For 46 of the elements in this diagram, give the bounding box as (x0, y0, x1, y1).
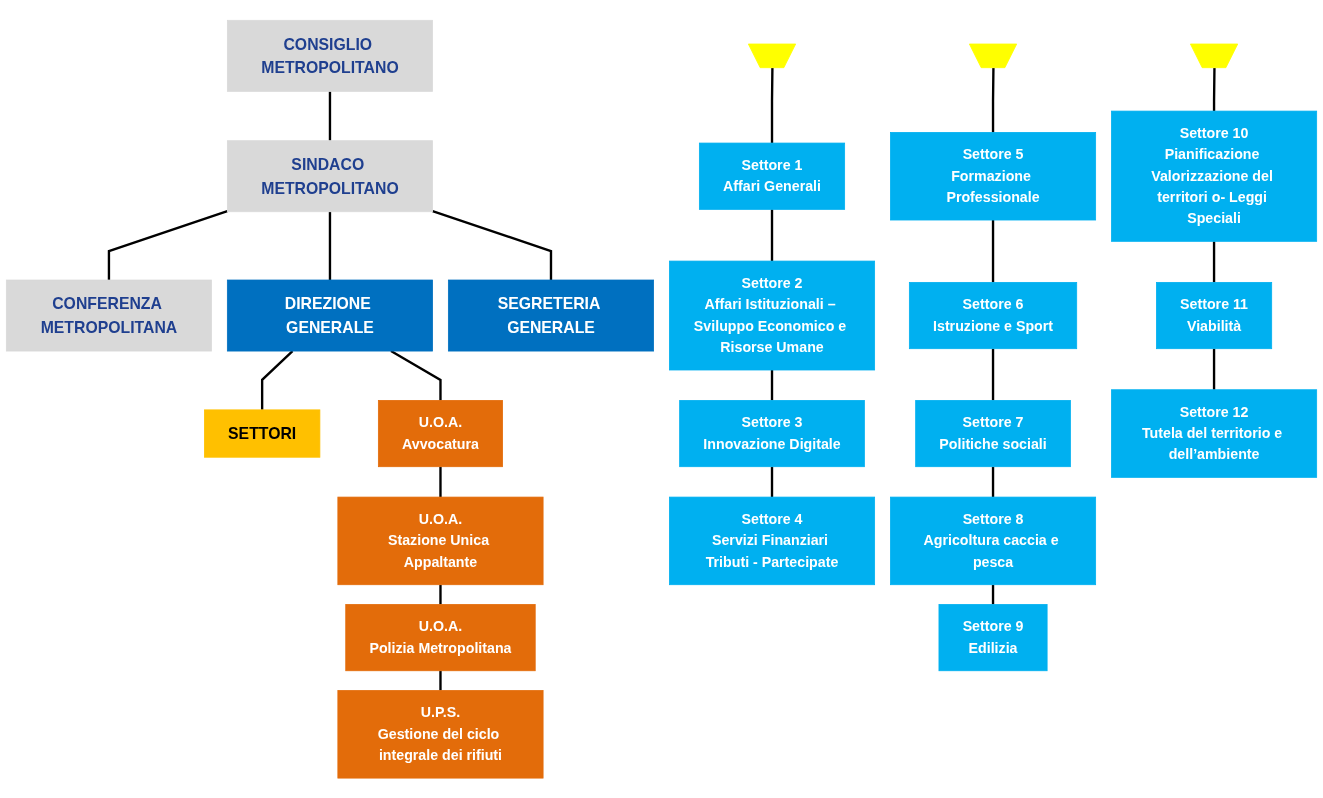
node-box: Settore 6 Istruzione e Sport (908, 281, 1078, 349)
connector (770, 369, 774, 401)
connector (1212, 348, 1216, 390)
node-box: U.O.A. Avvocatura (377, 399, 503, 467)
connector (991, 219, 995, 283)
connector (432, 209, 553, 280)
connector (770, 466, 774, 497)
connector (991, 584, 995, 605)
connector (328, 211, 332, 280)
node-box: Settore 10 Pianificazione Valorizzazione del territori o- Leggi Speciali (1111, 110, 1318, 242)
connector (770, 67, 774, 143)
connector (1212, 67, 1216, 111)
node-trapezoid (747, 43, 797, 68)
node-box: CONFERENZA METROPOLITANA (5, 279, 212, 352)
node-box: SETTORI (204, 409, 321, 458)
node-box: Settore 1 Affari Generali (698, 142, 846, 210)
node-box: Settore 2 Affari Istituzionali – Sviluppo Economico e Risorse Umane (669, 260, 876, 371)
node-trapezoid (968, 43, 1018, 68)
node-box: Settore 3 Innovazione Digitale (679, 399, 865, 467)
node-box: U.O.A. Stazione Unica Appaltante (337, 496, 544, 585)
node-box: Settore 8 Agricoltura caccia e pesca (890, 496, 1097, 585)
node-box: U.P.S. Gestione del ciclo integrale dei rifiuti (337, 689, 544, 779)
node-box: CONSIGLIO METROPOLITANO (226, 19, 433, 92)
connector (1212, 241, 1216, 283)
connector (328, 91, 332, 141)
connector (107, 209, 228, 280)
connector (439, 466, 442, 497)
connector (439, 670, 442, 691)
connector (260, 349, 294, 410)
node-box: Settore 5 Formazione Professionale (890, 131, 1097, 221)
connector (991, 348, 995, 401)
connector (770, 209, 774, 261)
node-trapezoid (1190, 43, 1239, 68)
connector (991, 466, 995, 497)
node-box: Settore 9 Edilizia (938, 603, 1048, 671)
node-box: U.O.A. Polizia Metropolitana (345, 603, 536, 671)
node-box: Settore 12 Tutela del territorio e dell’ambiente (1111, 389, 1318, 478)
connector (439, 584, 442, 605)
connector (991, 67, 995, 133)
node-box: SEGRETERIA GENERALE (447, 279, 654, 352)
node-box: DIREZIONE GENERALE (226, 279, 433, 352)
node-box: Settore 4 Servizi Finanziari Tributi - Partecipate (669, 496, 876, 585)
node-box: SINDACO METROPOLITANO (226, 140, 433, 212)
node-box: Settore 11 Viabilità (1156, 281, 1273, 349)
node-box: Settore 7 Politiche sociali (915, 399, 1071, 467)
connector (390, 349, 442, 401)
